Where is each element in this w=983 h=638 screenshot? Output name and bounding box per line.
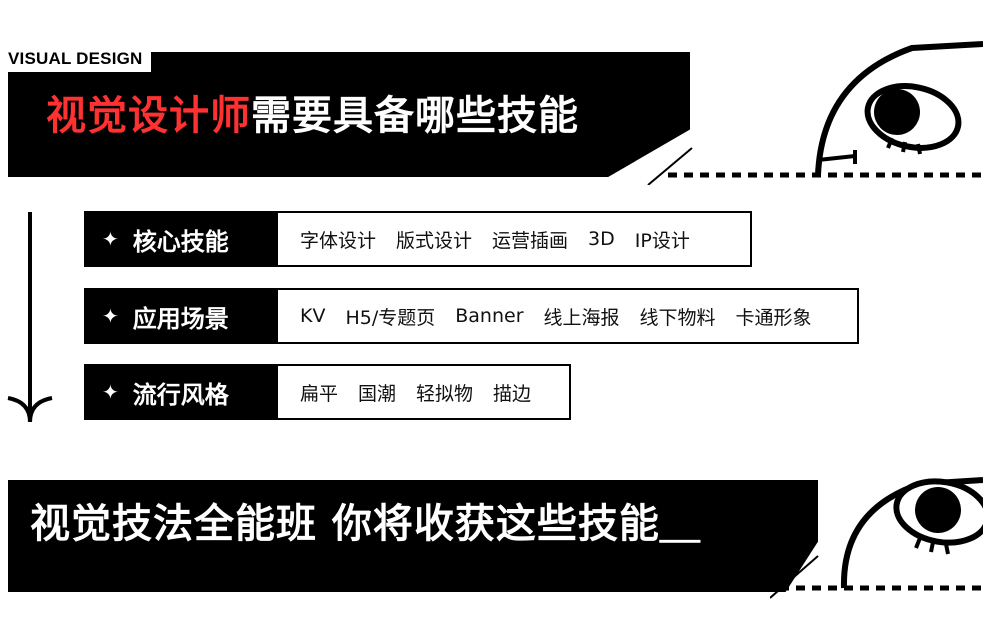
page-title: 视觉设计师需要具备哪些技能	[46, 86, 579, 146]
skill-item: 轻拟物	[416, 382, 474, 405]
skill-item: 卡通形象	[735, 306, 812, 329]
skill-item: 运营插画	[492, 229, 569, 252]
skill-item: 字体设计	[300, 229, 377, 252]
skill-item: KV	[300, 305, 326, 327]
skill-row-core: ✦核心技能 字体设计 版式设计 运营插画 3D IP设计	[84, 211, 752, 267]
skill-item: 国潮	[358, 382, 397, 405]
skill-item: 线上海报	[543, 306, 620, 329]
row-label: ✦核心技能	[86, 213, 278, 265]
down-arrow-icon	[7, 212, 53, 423]
skill-item: 3D	[588, 228, 615, 250]
header-banner	[8, 52, 690, 177]
row-items: 扁平 国潮 轻拟物 描边	[278, 366, 553, 418]
star-bullet-icon: ✦	[102, 304, 119, 328]
skill-item: 线下物料	[639, 306, 716, 329]
page-title-rest: 需要具备哪些技能	[251, 93, 579, 139]
star-bullet-icon: ✦	[102, 380, 119, 404]
skill-item: Banner	[455, 305, 524, 327]
footer-banner	[8, 480, 818, 592]
row-label: ✦应用场景	[86, 290, 278, 342]
visual-design-tag: VISUAL DESIGN	[0, 46, 151, 72]
eye-mascot-icon	[770, 477, 983, 599]
row-items: KV H5/专题页 Banner 线上海报 线下物料 卡通形象	[278, 290, 834, 342]
skill-row-scenarios: ✦应用场景 KV H5/专题页 Banner 线上海报 线下物料 卡通形象	[84, 288, 859, 344]
star-bullet-icon: ✦	[102, 227, 119, 251]
eye-mascot-icon	[647, 41, 983, 185]
row-label: ✦流行风格	[86, 366, 278, 418]
skill-item: 版式设计	[396, 229, 473, 252]
skill-item: 描边	[493, 382, 532, 405]
footer-title: 视觉技法全能班 你将收获这些技能＿	[30, 501, 701, 547]
skill-item: IP设计	[634, 229, 690, 252]
page-title-highlight: 视觉设计师	[46, 93, 251, 139]
skill-item: 扁平	[300, 382, 339, 405]
skill-item: H5/专题页	[345, 306, 436, 329]
row-items: 字体设计 版式设计 运营插画 3D IP设计	[278, 213, 712, 265]
skill-row-styles: ✦流行风格 扁平 国潮 轻拟物 描边	[84, 364, 571, 420]
